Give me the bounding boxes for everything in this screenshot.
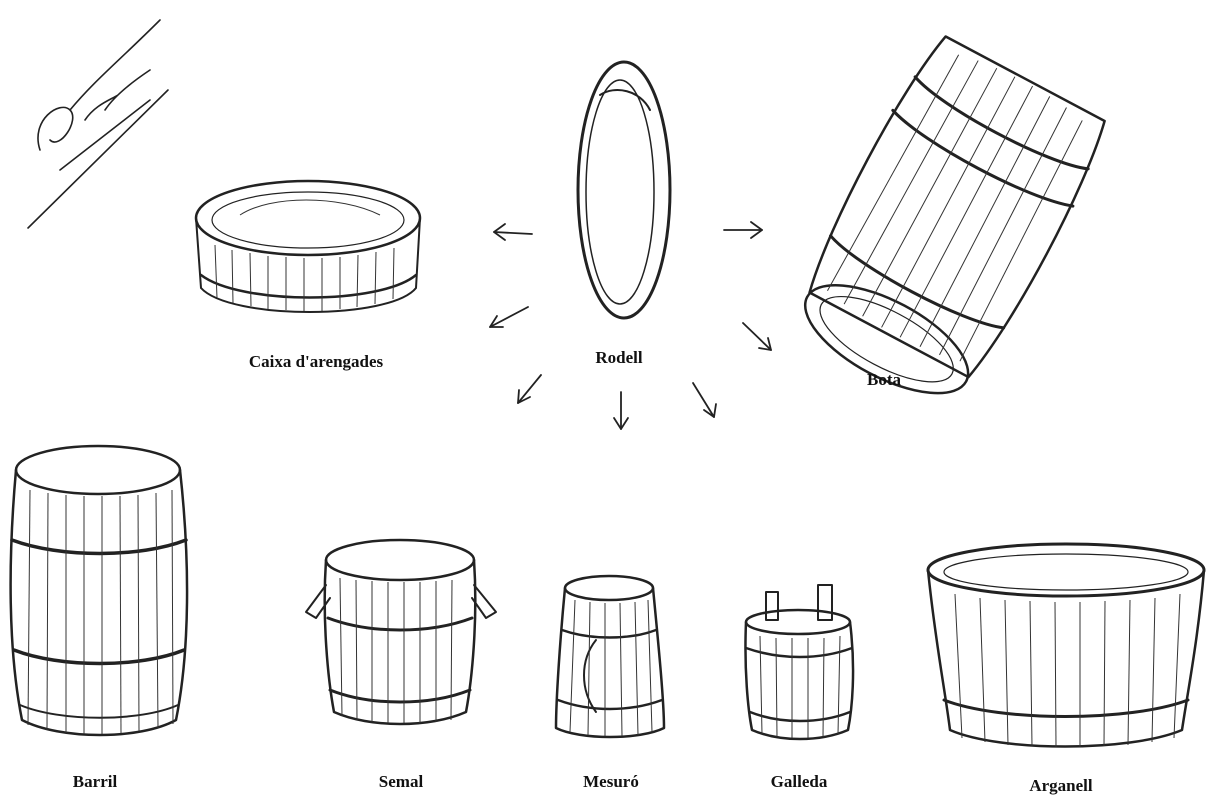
mesuro-drawing [556,576,664,737]
arrow-to-galleda [693,383,716,417]
arrow-to-caixa [494,224,532,240]
caixa-drawing [196,181,420,312]
arrows [490,222,771,429]
label-mesuro: Mesuró [583,772,639,792]
label-rodell: Rodell [595,348,642,368]
barril-drawing [11,446,187,735]
signature [18,20,188,230]
arrow-to-barril [490,307,528,327]
semal-drawing [306,540,496,724]
arrow-to-semal [518,375,541,403]
galleda-drawing [745,585,853,739]
arrow-to-bota-lower [743,323,771,350]
label-barril: Barril [73,772,117,792]
label-bota: Bota [867,370,901,390]
rodell-hoop-drawing [578,62,670,318]
label-semal: Semal [379,772,423,792]
bota-drawing [779,31,1115,421]
label-galleda: Galleda [771,772,828,792]
arrow-to-bota [724,222,762,238]
label-arganell: Arganell [1029,776,1092,796]
label-caixa-darengades: Caixa d'arengades [249,352,383,372]
arrow-to-mesuro [614,392,628,429]
arganell-drawing [928,544,1204,747]
